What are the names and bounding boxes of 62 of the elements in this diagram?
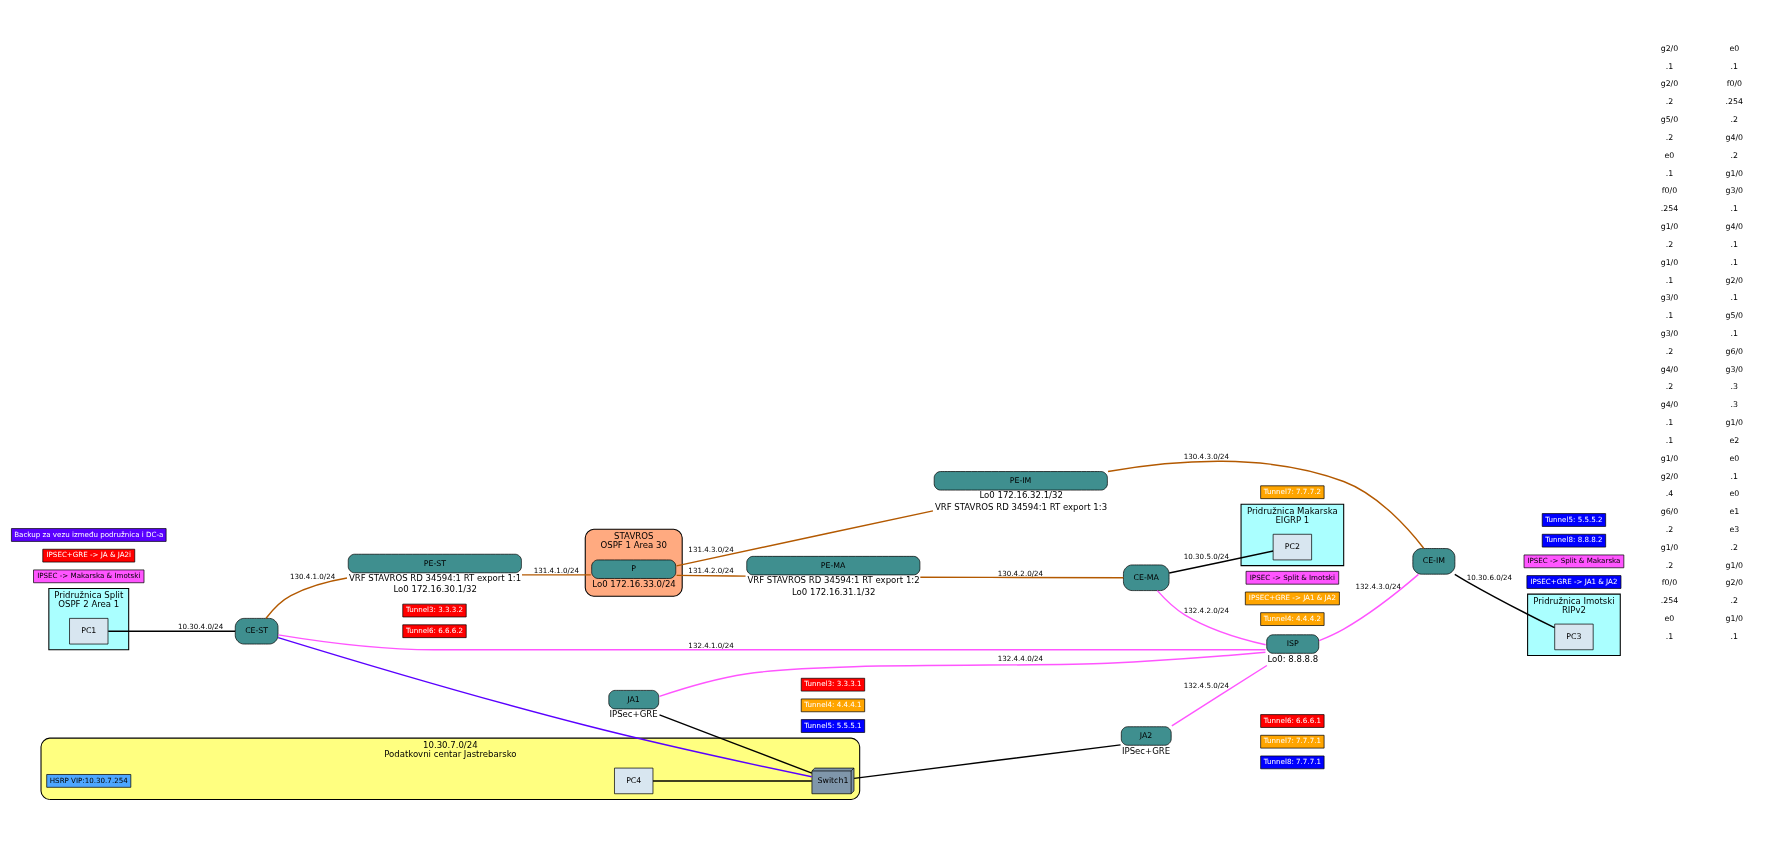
node-box: IPSEC+GRE -> JA & JA2i (42, 548, 136, 562)
node-box: Tunnel8: 7.7.7.1 (1260, 755, 1325, 769)
connector (658, 651, 1267, 697)
edge-label: 131.4.1.0/24 (533, 565, 580, 575)
edge-label: 132.4.3.0/24 (1355, 581, 1401, 591)
connector (652, 779, 813, 782)
node-label: Lo0 172.16.33.0/24 (592, 578, 676, 589)
connector (277, 636, 813, 777)
node-box: Tunnel6: 6.6.6.2 (402, 623, 467, 638)
node-box: Tunnel7: 7.7.7.2 (1260, 484, 1325, 499)
node-label: Lo0: 8.8.8.8 (1267, 653, 1319, 664)
edge-label: 10.30.5.0/24 (1183, 551, 1230, 561)
connector (521, 573, 592, 576)
edge-label: 132.4.5.0/24 (1183, 680, 1230, 690)
edge-label: 10.30.6.0/24 (1466, 572, 1513, 582)
node-label: Lo0 172.16.30.1/32 (393, 583, 477, 594)
node-box: Tunnel6: 6.6.6.1 (1260, 713, 1325, 728)
node-box: Tunnel7: 7.7.7.1 (1260, 734, 1325, 748)
node-box: Tunnel8: 8.8.8.2 (1541, 533, 1606, 547)
connector (1318, 573, 1420, 641)
node-box: IPSEC -> Split & Imotski (1245, 570, 1340, 585)
node-box: IPSEC -> Split & Makarska (1523, 554, 1625, 568)
node-box: IPSEC+GRE -> JA1 & JA2 (1526, 574, 1622, 589)
connector (675, 509, 934, 567)
node-label: VRF STAVROS RD 34594:1 RT export 1:2 (747, 574, 920, 585)
connector (107, 630, 236, 632)
node-box: Tunnel3: 3.3.3.2 (402, 603, 467, 617)
connector (1171, 664, 1268, 727)
node-box: Tunnel5: 5.5.5.2 (1541, 512, 1606, 527)
edge-label: 10.30.4.0/24 (178, 621, 224, 631)
node-label: VRF STAVROS RD 34594:1 RT export 1:3 (934, 501, 1108, 512)
node-box: Tunnel5: 5.5.5.1 (800, 718, 866, 733)
node-box: Tunnel3: 3.3.3.1 (800, 677, 866, 691)
edge-label: 130.4.3.0/24 (1183, 451, 1230, 461)
edge-label: 131.4.2.0/24 (688, 565, 734, 575)
connector (1454, 573, 1556, 628)
connector (1168, 549, 1274, 574)
connector (277, 633, 1267, 650)
edge-label: 132.4.2.0/24 (1183, 605, 1230, 615)
edge-label: 132.4.4.0/24 (997, 653, 1044, 663)
connector (919, 576, 1125, 578)
node-label: Lo0 172.16.31.1/32 (791, 586, 876, 597)
node-box: IPSEC+GRE -> JA1 & JA2 (1244, 591, 1340, 605)
node-box: Backup za vezu između podružnica i DC-a (11, 527, 167, 542)
node-label: Lo0 172.16.32.1/32 (979, 489, 1063, 500)
connector (675, 574, 747, 577)
edge-label: 132.4.1.0/24 (688, 640, 734, 650)
node-label: IPSec+GRE (609, 708, 658, 719)
node-label: VRF STAVROS RD 34594:1 RT export 1:1 (348, 572, 522, 583)
connector (1107, 460, 1425, 549)
node-box: HSRP VIP:10.30.7.254 (46, 773, 132, 788)
edge-label: 131.4.3.0/24 (688, 544, 734, 554)
connector (265, 576, 348, 619)
connector (853, 743, 1122, 779)
connector (1156, 589, 1267, 645)
connector (658, 713, 813, 774)
edge-label: 130.4.2.0/24 (997, 568, 1044, 578)
node-label: IPSec+GRE (1122, 745, 1171, 756)
node-box: Tunnel4: 4.4.4.1 (800, 698, 866, 712)
node-box: Tunnel4: 4.4.4.2 (1260, 611, 1325, 626)
node-box: IPSEC -> Makarska & Imotski (33, 569, 145, 583)
edge-label: 130.4.1.0/24 (289, 571, 336, 581)
